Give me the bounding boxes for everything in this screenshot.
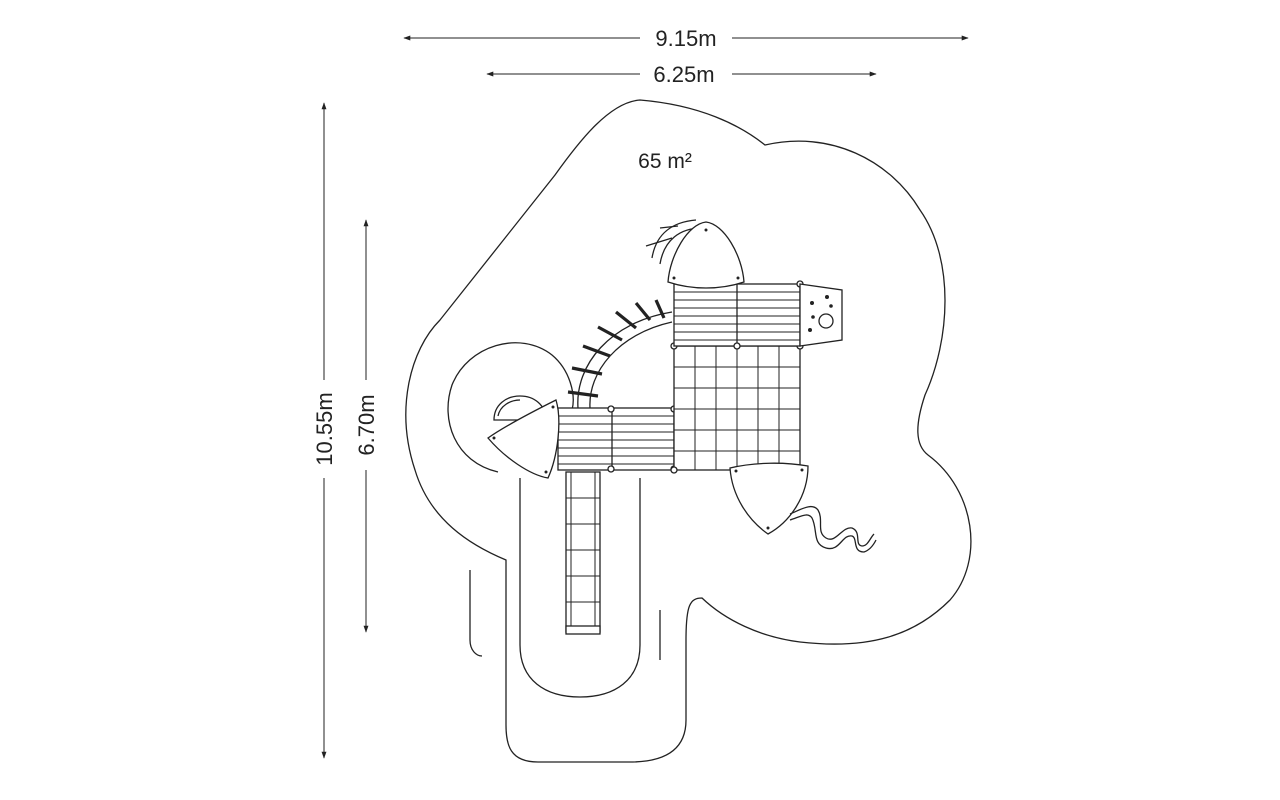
platform-length-label: 6.70m bbox=[354, 394, 379, 455]
left-deck bbox=[557, 405, 678, 473]
overall-length-label: 10.55m bbox=[312, 392, 337, 465]
platform-width-label: 6.25m bbox=[653, 62, 714, 87]
net-grid-platform bbox=[670, 342, 804, 474]
top-deck bbox=[673, 280, 804, 350]
curved-chain-bridge bbox=[567, 299, 673, 409]
roof-left-tower bbox=[487, 395, 560, 479]
straight-slide bbox=[565, 471, 601, 635]
dimension-platform-length: 6.70m bbox=[354, 219, 379, 633]
dimension-platform-width: 6.25m bbox=[486, 62, 877, 87]
overall-width-label: 9.15m bbox=[655, 26, 716, 51]
safety-zone-outer bbox=[405, 99, 972, 763]
safety-zone-step bbox=[469, 570, 661, 660]
dimension-overall-length: 10.55m bbox=[312, 102, 337, 759]
roof-bottom-tower bbox=[729, 462, 809, 535]
climbing-wall-panel bbox=[799, 283, 843, 347]
area-label: 65 m² bbox=[638, 150, 692, 173]
tower-circle-left bbox=[447, 342, 574, 473]
roof-top-tower bbox=[645, 219, 745, 289]
wavy-slide bbox=[789, 506, 877, 553]
safety-zone-inner bbox=[519, 478, 641, 698]
dimension-overall-width: 9.15m bbox=[403, 26, 969, 51]
